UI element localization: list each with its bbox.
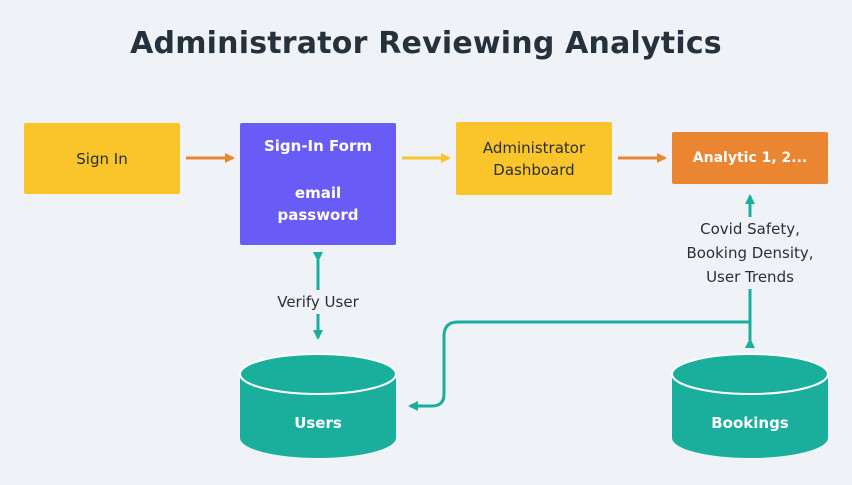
node-admin-dashboard: Administrator Dashboard bbox=[456, 122, 612, 195]
node-sign-in-label: Sign In bbox=[76, 149, 128, 168]
node-admin-dashboard-line2: Dashboard bbox=[493, 160, 575, 179]
node-sign-in-form-email: email bbox=[294, 184, 342, 202]
node-sign-in: Sign In bbox=[24, 123, 180, 194]
edge-label-line2: Booking Density, bbox=[686, 244, 814, 262]
edge-label-line3: User Trends bbox=[706, 268, 794, 286]
node-analytic-label: Analytic 1, 2... bbox=[692, 150, 808, 166]
node-admin-dashboard-line1: Administrator bbox=[482, 138, 586, 157]
users-database-label: Users bbox=[294, 414, 342, 432]
node-sign-in-form: Sign-In Form email password bbox=[240, 123, 396, 245]
diagram-title: Administrator Reviewing Analytics bbox=[130, 26, 722, 61]
edge-label-line1: Covid Safety, bbox=[700, 220, 800, 238]
bookings-database-label: Bookings bbox=[711, 414, 789, 432]
node-sign-in-form-title: Sign-In Form bbox=[263, 137, 373, 155]
node-analytic: Analytic 1, 2... bbox=[672, 132, 828, 184]
users-database-icon bbox=[239, 353, 397, 458]
edge-label-analytics-source: Covid Safety, Booking Density, User Tren… bbox=[676, 217, 824, 289]
node-sign-in-form-password: password bbox=[277, 206, 359, 224]
arrow-branch-to-users bbox=[408, 320, 750, 411]
bookings-database-icon bbox=[671, 353, 829, 458]
edge-label-verify-user: Verify User bbox=[268, 290, 368, 314]
